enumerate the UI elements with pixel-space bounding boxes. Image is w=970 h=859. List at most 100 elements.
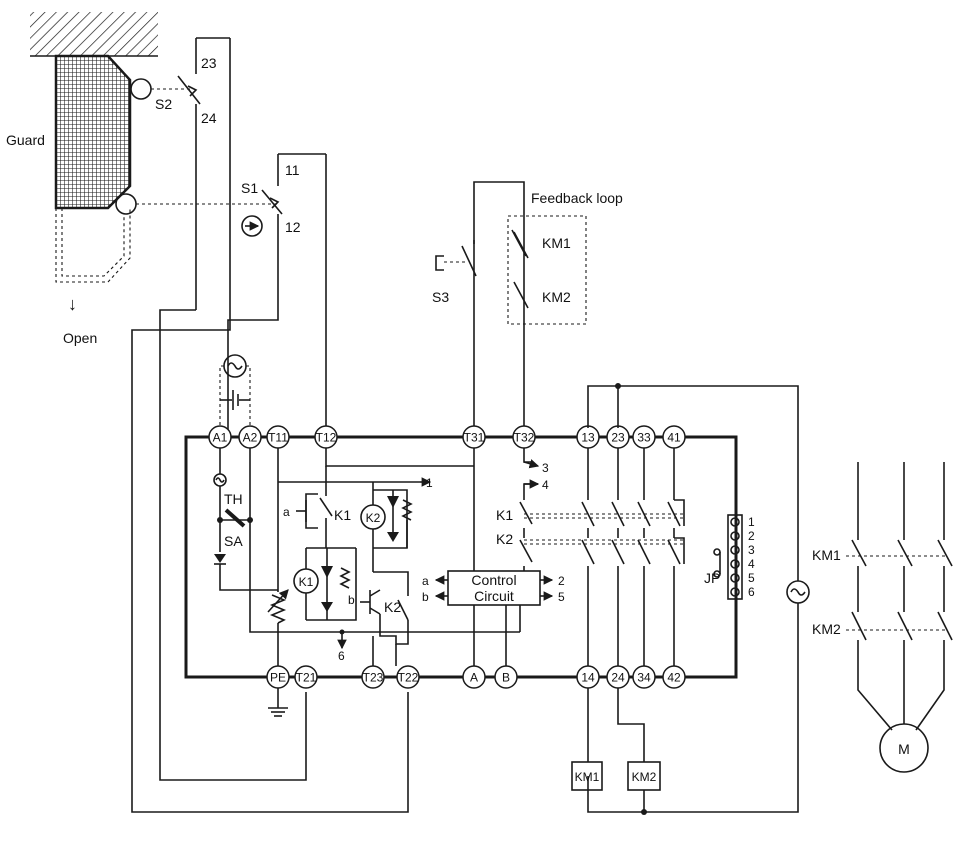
feedback-loop-label: Feedback loop (531, 190, 623, 206)
top-terminal-8: 33 (632, 425, 656, 449)
top-terminal-5: T32 (512, 425, 536, 449)
bottom-terminal-8-label: 34 (637, 671, 651, 685)
motor-km1-label: KM1 (812, 547, 841, 563)
motor-circuit: KM1 KM2 M (812, 462, 953, 773)
out-6-label: 6 (338, 649, 345, 663)
point-a-label: a (283, 505, 290, 519)
feedback-km2: KM2 (542, 289, 571, 305)
top-terminal-4-label: T31 (464, 431, 485, 445)
top-terminal-4: T31 (462, 425, 486, 449)
contact-k2-label: K2 (496, 531, 513, 547)
power-supply (219, 354, 251, 436)
jp-pin-1[interactable] (730, 531, 740, 541)
ctrl-out-2: 2 (558, 574, 565, 588)
bottom-terminal-3: T22 (396, 665, 420, 689)
ground-icon (268, 688, 288, 717)
out-4-label: 4 (542, 478, 549, 492)
bottom-terminal-5: B (494, 665, 518, 689)
jp-pin-4[interactable] (730, 573, 740, 583)
top-terminal-8-label: 33 (637, 431, 651, 445)
guard-assembly: Guard ↓ Open (6, 12, 158, 346)
relay-k1-label: K1 (334, 507, 351, 523)
switch-s2: S2 23 24 (130, 37, 230, 310)
bottom-terminal-7: 24 (606, 665, 630, 689)
s3-label: S3 (432, 289, 449, 305)
jp-pin-label-0: 1 (748, 515, 755, 529)
feedback-loop: Feedback loop KM1 KM2 (507, 190, 623, 325)
bottom-terminal-4: A (462, 665, 486, 689)
bottom-terminal-1: T21 (294, 665, 318, 689)
guard-label: Guard (6, 132, 45, 148)
th-label: TH (224, 491, 243, 507)
top-terminal-9-label: 41 (667, 431, 681, 445)
bottom-terminal-0-label: PE (270, 671, 286, 685)
top-terminal-7: 23 (606, 425, 630, 449)
top-terminal-0-label: A1 (213, 431, 228, 445)
relay-k2-label: K2 (384, 599, 401, 615)
coil-km1 (571, 761, 603, 791)
coil-k1-label: K1 (299, 575, 314, 589)
bottom-terminal-6: 14 (576, 665, 600, 689)
bottom-terminal-9: 42 (662, 665, 686, 689)
s1-label: S1 (241, 180, 258, 196)
jp-pin-2[interactable] (730, 545, 740, 555)
motor-km2-label: KM2 (812, 621, 841, 637)
point-b-label: b (348, 593, 355, 607)
bottom-terminal-strip: PE T21 T23 T22 A B 14 24 34 42 (266, 665, 686, 689)
bottom-terminal-6-label: 14 (581, 671, 595, 685)
feedback-km1: KM1 (542, 235, 571, 251)
jp-label: JP (704, 570, 720, 586)
sa-label: SA (224, 533, 243, 549)
ctrl-out-a: a (422, 574, 429, 588)
top-terminal-3: T12 (314, 425, 338, 449)
top-terminal-5-label: T32 (514, 431, 535, 445)
top-terminal-1-label: A2 (243, 431, 258, 445)
bottom-terminal-9-label: 42 (667, 671, 681, 685)
control-circuit-line1: Control (471, 572, 516, 588)
s2-terminal-23: 23 (201, 55, 217, 71)
bottom-terminal-3-label: T22 (398, 671, 419, 685)
bottom-terminal-4-label: A (470, 671, 478, 685)
motor-label: M (898, 741, 910, 757)
bottom-terminal-2-label: T23 (363, 671, 384, 685)
top-terminal-3-label: T12 (316, 431, 337, 445)
top-terminal-6: 13 (576, 425, 600, 449)
coil-km1-label: KM1 (575, 770, 600, 784)
out-3-label: 3 (542, 461, 549, 475)
jp-pin-0[interactable] (730, 517, 740, 527)
jp-pin-3[interactable] (730, 559, 740, 569)
contact-k1-label: K1 (496, 507, 513, 523)
bottom-terminal-1-label: T21 (296, 671, 317, 685)
jp-pin-label-5: 6 (748, 585, 755, 599)
top-terminal-9: 41 (662, 425, 686, 449)
control-circuit-box (447, 570, 541, 606)
top-terminal-1: A2 (238, 425, 262, 449)
safety-relay-box (184, 435, 738, 679)
s1-terminal-12: 12 (285, 219, 301, 235)
switch-s1: S1 11 12 (115, 153, 326, 240)
bottom-terminal-8: 34 (632, 665, 656, 689)
jp-pin-label-1: 2 (748, 529, 755, 543)
top-terminal-6-label: 13 (581, 431, 595, 445)
s2-label: S2 (155, 96, 172, 112)
ctrl-out-5: 5 (558, 590, 565, 604)
ctrl-out-b: b (422, 590, 429, 604)
guard-ceiling-hatch (30, 12, 158, 56)
jp-pin-5[interactable] (730, 587, 740, 597)
relay-internal-circuit: TH SA 1 a K1 K2 (213, 448, 755, 666)
open-arrow-icon: ↓ (68, 294, 77, 314)
motor-icon (879, 723, 929, 773)
jp-pin-label-4: 5 (748, 571, 755, 585)
s2-terminal-24: 24 (201, 110, 217, 126)
coil-k2-label: K2 (366, 511, 381, 525)
s1-terminal-11: 11 (285, 162, 300, 178)
jp-pin-label-3: 4 (748, 557, 755, 571)
top-terminal-7-label: 23 (611, 431, 625, 445)
guard-door (54, 54, 132, 210)
guard-open-outline (55, 208, 131, 283)
open-label: Open (63, 330, 97, 346)
output-contact-0 (581, 448, 595, 666)
top-terminal-2: T11 (266, 425, 290, 449)
coil-km2 (627, 761, 661, 791)
